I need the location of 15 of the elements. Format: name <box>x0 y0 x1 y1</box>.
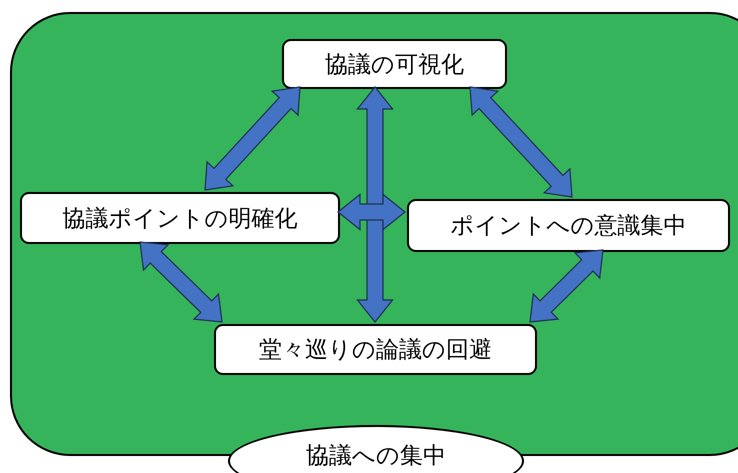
process-box <box>20 192 340 244</box>
node-label: 協議の可視化 <box>325 50 464 78</box>
double-arrow <box>469 86 573 198</box>
double-arrow <box>204 86 301 191</box>
double-arrow <box>337 193 406 231</box>
process-box <box>214 324 537 375</box>
process-box <box>282 39 507 89</box>
node-label: ポイントへの意識集中 <box>450 212 686 240</box>
double-arrow <box>139 241 223 323</box>
double-arrow <box>529 249 604 323</box>
node-label: 協議ポイントの明確化 <box>62 204 298 232</box>
process-box <box>407 199 730 252</box>
node-label: 協議への集中 <box>306 442 446 470</box>
node-label: 堂々巡りの論議の回避 <box>259 336 492 364</box>
double-arrow <box>356 86 394 323</box>
